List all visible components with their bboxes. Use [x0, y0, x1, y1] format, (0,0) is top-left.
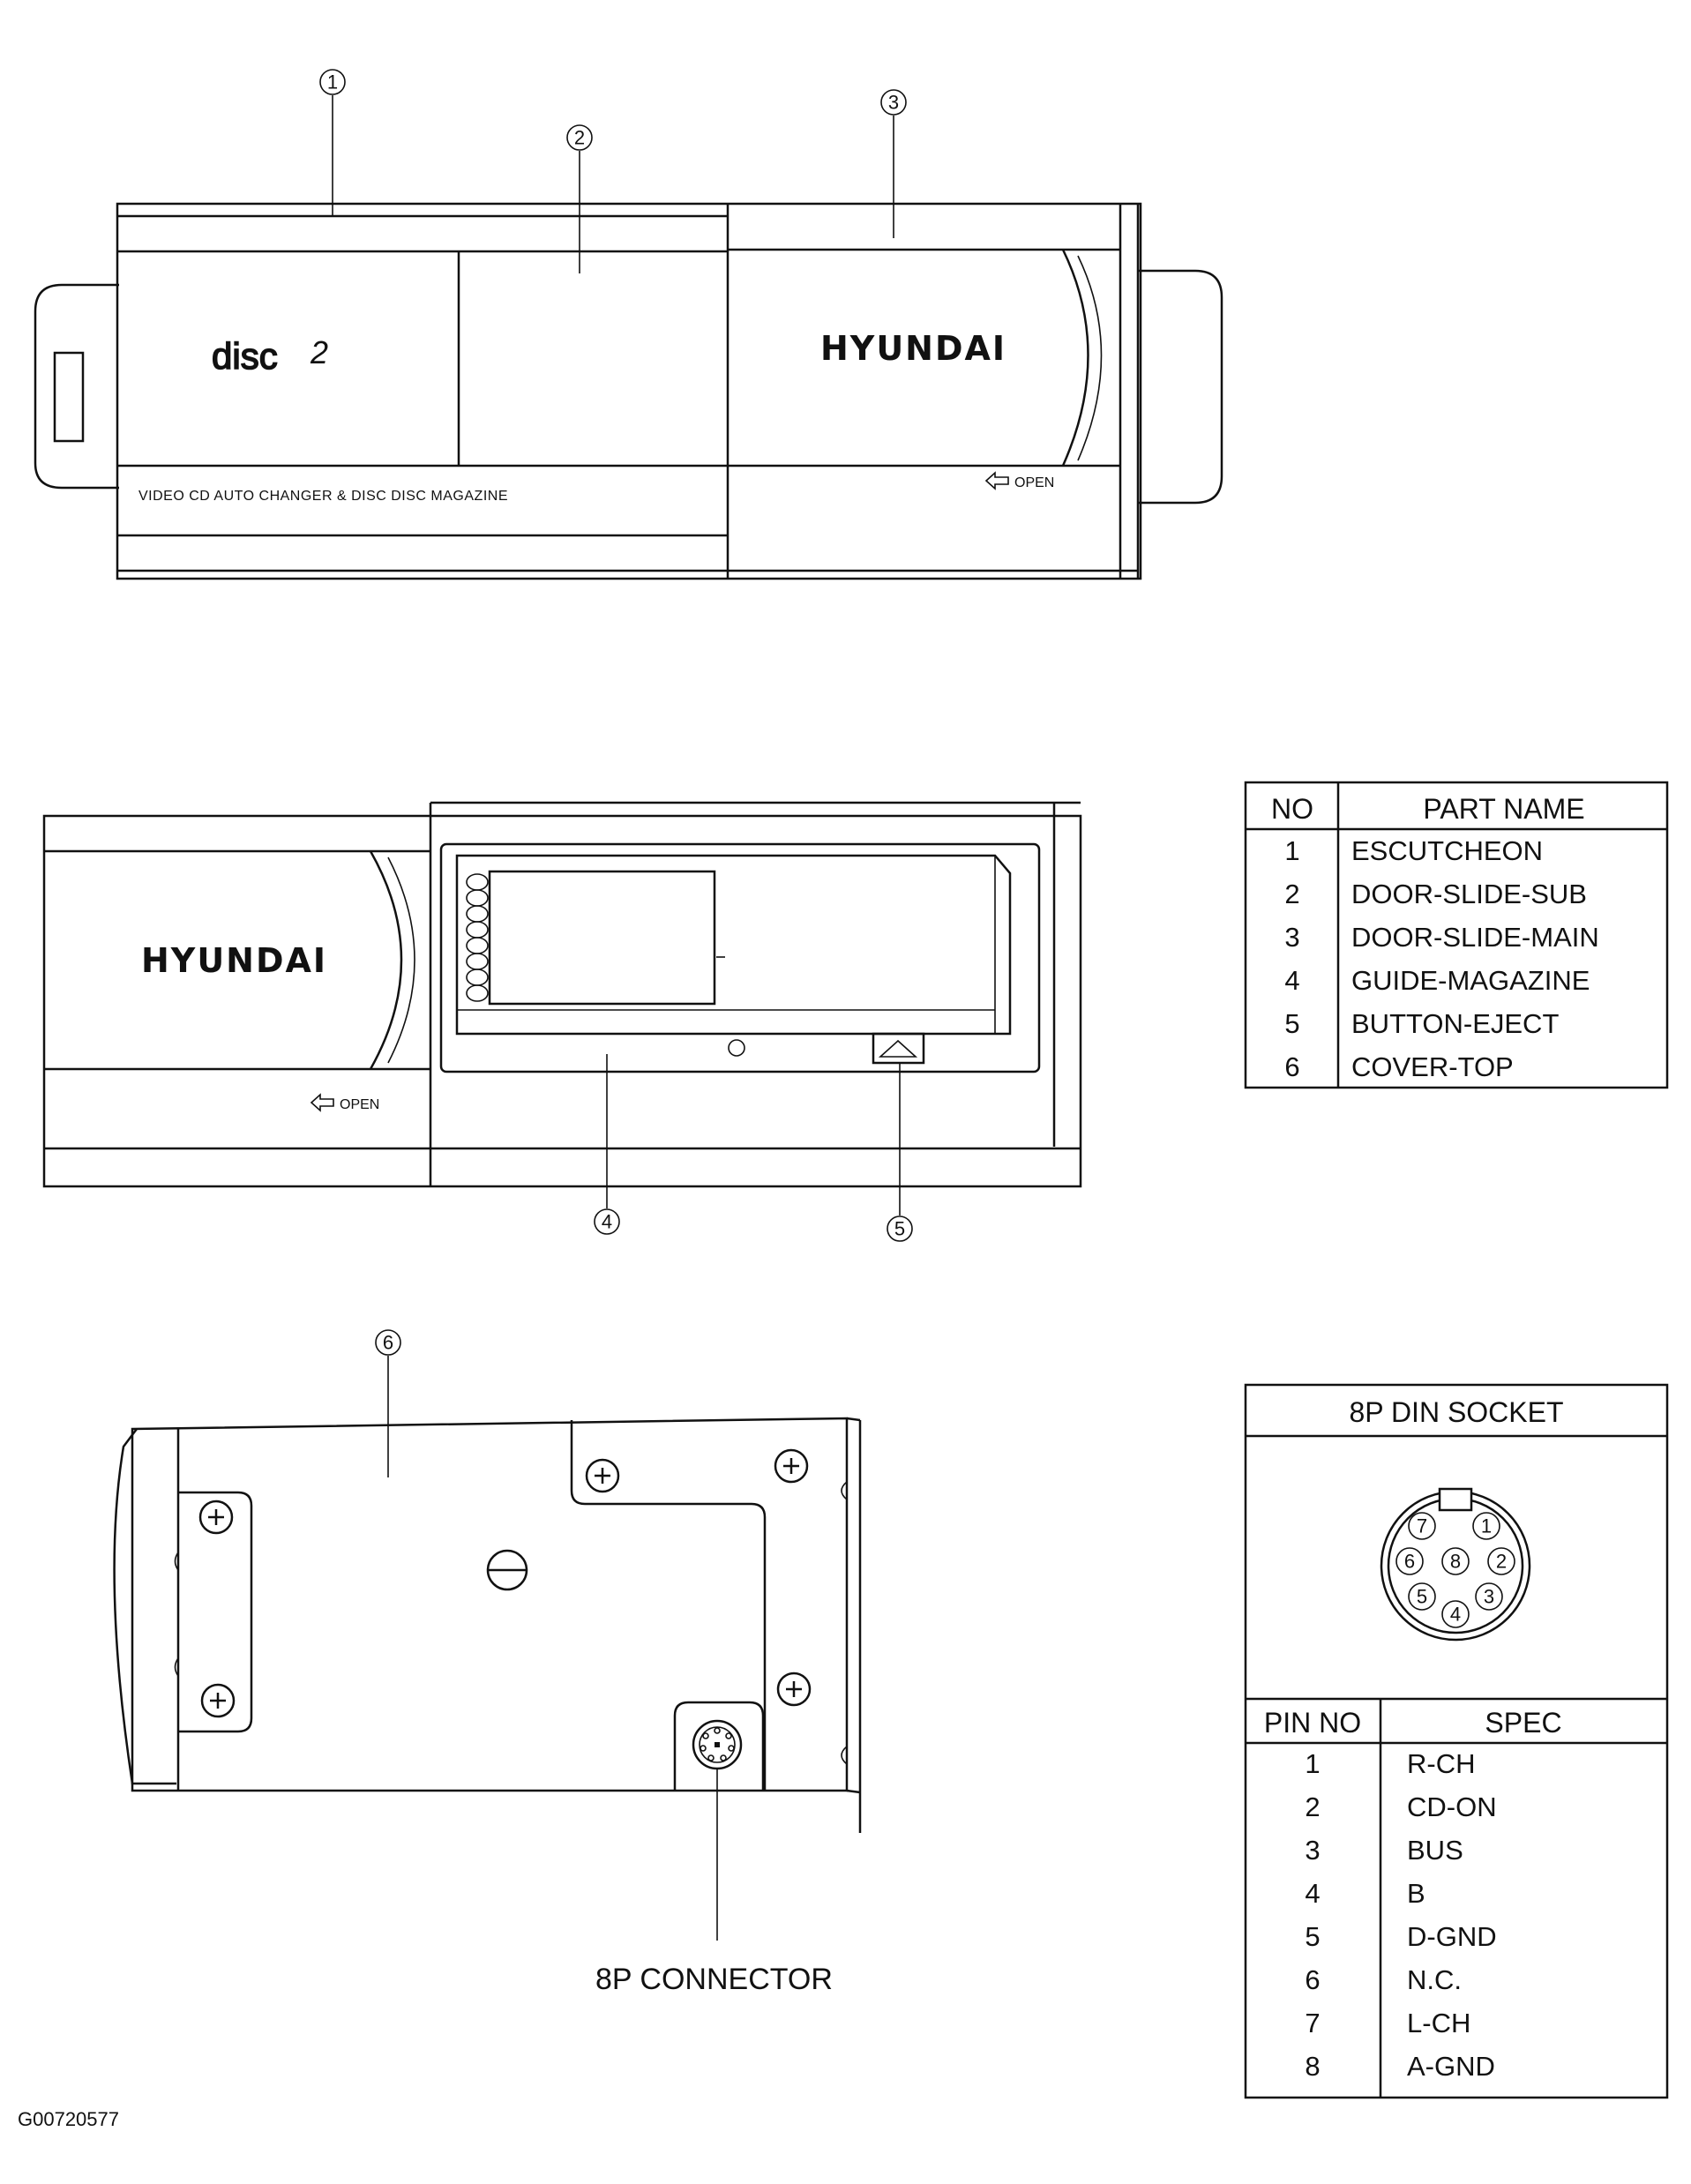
parts-header-name: PART NAME — [1423, 793, 1584, 825]
parts-row-no: 2 — [1284, 879, 1299, 909]
din-pin-label: 1 — [1481, 1515, 1492, 1537]
pin-row-no: 6 — [1305, 1964, 1320, 1995]
din-pin-label: 3 — [1484, 1586, 1494, 1608]
parts-row-no: 1 — [1284, 835, 1299, 866]
din-pin-label: 5 — [1417, 1586, 1427, 1608]
parts-row-name: COVER-TOP — [1351, 1051, 1514, 1082]
parts-row-name: ESCUTCHEON — [1351, 835, 1543, 866]
view-top-cover: 8P CONNECTOR — [113, 1417, 862, 1996]
figure-id: G00720577 — [18, 2108, 119, 2130]
callouts-view3: 6 — [375, 1329, 401, 1477]
pin-row-spec: L-CH — [1407, 2008, 1470, 2038]
open-label-open: OPEN — [340, 1097, 379, 1112]
pin-row-spec: BUS — [1407, 1835, 1463, 1866]
din-socket-drawing — [1380, 1487, 1531, 1642]
parts-row-no: 5 — [1284, 1008, 1299, 1039]
din-pin-1: 1 — [1472, 1512, 1500, 1540]
callout-4: 4 — [602, 1211, 612, 1233]
din-pin-6: 6 — [1395, 1547, 1424, 1575]
screw-2 — [200, 1683, 236, 1718]
parts-table: NO PART NAME 1 ESCUTCHEON 2 DOOR-SLIDE-SUB 3… — [1244, 781, 1669, 1089]
din-pin-5: 5 — [1408, 1582, 1436, 1611]
disc-logo-mark: 2 — [310, 334, 328, 370]
pin-row-spec: A-GND — [1407, 2051, 1495, 2082]
pin-row-no: 7 — [1305, 2008, 1320, 2038]
pin-row-no: 5 — [1305, 1921, 1320, 1952]
parts-row-name: GUIDE-MAGAZINE — [1351, 965, 1590, 996]
din-pin-label: 6 — [1404, 1551, 1415, 1573]
screw-5 — [776, 1672, 812, 1707]
parts-row-no: 4 — [1284, 965, 1299, 996]
callout-2: 2 — [574, 127, 585, 149]
pin-header-spec: SPEC — [1485, 1707, 1561, 1739]
din-pin-4: 4 — [1441, 1600, 1470, 1628]
pin-header-no: PIN NO — [1264, 1707, 1361, 1739]
din-pin-label: 7 — [1417, 1515, 1427, 1537]
screw-3 — [585, 1458, 620, 1493]
open-arrow-icon-2 — [310, 1093, 334, 1112]
din-pin-7: 7 — [1408, 1512, 1436, 1540]
parts-rows: 1 ESCUTCHEON 2 DOOR-SLIDE-SUB 3 DOOR-SLIDE-MA… — [1284, 835, 1598, 1082]
eject-button — [872, 1032, 925, 1065]
disc-logo: disc — [212, 335, 278, 377]
din-pin-8: 8 — [1441, 1547, 1470, 1575]
din-socket-title: 8P DIN SOCKET — [1349, 1396, 1563, 1428]
slotted-screw — [486, 1549, 528, 1591]
disc-slots — [466, 873, 489, 1002]
pin-row-no: 1 — [1305, 1748, 1320, 1779]
callout-1: 1 — [327, 71, 338, 93]
din-pins: 123 4 567 8 — [1395, 1512, 1515, 1628]
hyundai-logo-top: HYUNDAI — [820, 329, 1006, 368]
open-label-top: OPEN — [1014, 475, 1054, 490]
view-front-closed: disc 2 HYUNDAI VIDEO CD AUTO CHANGER & D… — [34, 202, 1223, 580]
parts-row-name: DOOR-SLIDE-MAIN — [1351, 922, 1599, 953]
pin-row-spec: N.C. — [1407, 1964, 1462, 1995]
parts-row-no: 3 — [1284, 922, 1299, 953]
callout-5: 5 — [894, 1218, 905, 1240]
callout-3: 3 — [888, 92, 899, 114]
eject-icon — [878, 1039, 918, 1058]
parts-row-name: DOOR-SLIDE-SUB — [1351, 879, 1587, 909]
din-pin-label: 4 — [1450, 1604, 1461, 1626]
parts-row-name: BUTTON-EJECT — [1351, 1008, 1559, 1039]
pin-row-spec: CD-ON — [1407, 1791, 1497, 1822]
8p-connector — [673, 1701, 765, 1791]
pin-row-no: 4 — [1305, 1878, 1320, 1909]
hyundai-logo-open: HYUNDAI — [141, 941, 327, 980]
din-pin-2: 2 — [1487, 1547, 1515, 1575]
din-pin-3: 3 — [1475, 1582, 1503, 1611]
pin-row-spec: R-CH — [1407, 1748, 1476, 1779]
parts-row-no: 6 — [1284, 1051, 1299, 1082]
open-arrow-icon — [984, 471, 1009, 490]
callouts-view1: 1 2 3 — [319, 69, 907, 273]
changer-caption: VIDEO CD AUTO CHANGER & DISC DISC MAGAZI… — [138, 489, 508, 504]
parts-header-no: NO — [1271, 793, 1313, 825]
pin-row-no: 3 — [1305, 1835, 1320, 1866]
connector-label: 8P CONNECTOR — [595, 1963, 833, 1996]
pin-row-no: 8 — [1305, 2051, 1320, 2082]
pin-row-no: 2 — [1305, 1791, 1320, 1822]
view-front-open: HYUNDAI OPEN — [42, 801, 1082, 1188]
pin-rows: 1 R-CH 2 CD-ON 3 BUS 4 B 5 D-GND 6 N.C. 7 L-CH 8 A-GND — [1305, 1748, 1496, 2082]
din-pin-label: 8 — [1450, 1551, 1461, 1573]
callouts-view2: 4 5 — [594, 1054, 913, 1242]
callout-6: 6 — [383, 1332, 393, 1354]
pin-row-spec: D-GND — [1407, 1921, 1497, 1952]
screw-4 — [774, 1448, 809, 1484]
pin-row-spec: B — [1407, 1878, 1425, 1909]
din-pin-label: 2 — [1496, 1551, 1507, 1573]
indicator-hole — [728, 1039, 745, 1057]
screw-1 — [198, 1500, 234, 1535]
